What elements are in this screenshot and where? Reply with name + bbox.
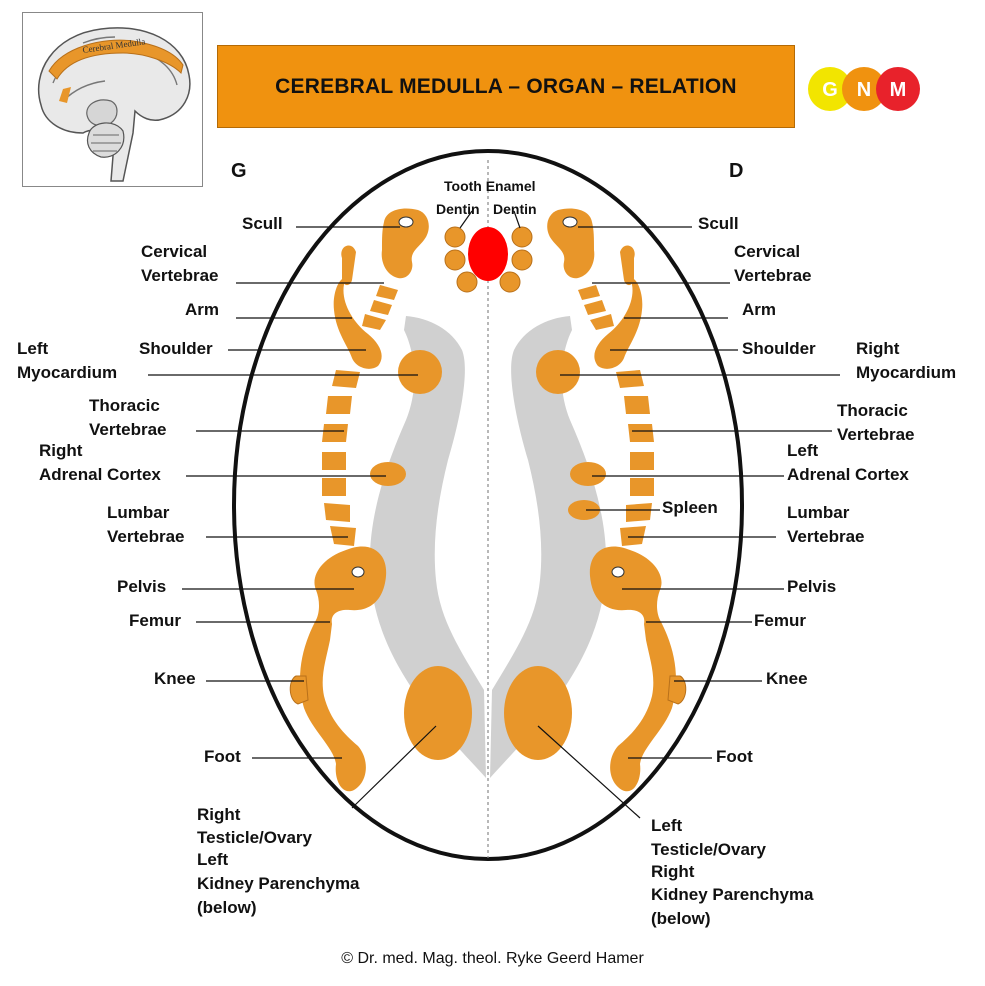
adrenal-left-label-1: Right [39,441,83,460]
dentin-left-label: Dentin [436,201,480,217]
shoulder-right-label: Shoulder [742,339,816,358]
adrenal-left-label-2: Adrenal Cortex [39,465,161,484]
side-label-right: D [729,160,743,182]
side-label-left: G [231,160,247,182]
scull-right-hole [562,216,578,228]
logo-circle-g [808,67,852,111]
logo-letter-g: G [822,79,838,101]
thoracic-right-label-2: Vertebrae [837,425,915,444]
testicle-left-label-5: (below) [197,898,257,917]
myocardium-left [398,350,442,394]
thoracic-left-label-1: Thoracic [89,396,160,415]
adrenal-right-label-1: Left [787,441,819,460]
scull-left [381,208,429,279]
testicle-right-label-3: Right [651,862,695,881]
scull-right [547,208,595,279]
testicle-left [404,666,472,760]
pelvis-left-label: Pelvis [117,577,166,596]
testicle-right-label-5: (below) [651,909,711,928]
leader-lines [148,210,840,819]
pelvis-right-hole [611,566,625,578]
spleen-label: Spleen [662,498,718,517]
spine-left [289,244,399,792]
myocardium-left-label-2: Myocardium [17,363,117,382]
femur-left-label: Femur [129,611,181,630]
logo-circle-n [842,67,886,111]
testicle-left-label-4: Kidney Parenchyma [197,874,360,893]
brain-sagittal-illustration: Cerebral Medulla [37,27,191,182]
lumbar-right-label-2: Vertebrae [787,527,865,546]
testicle-left-label-3: Left [197,850,229,869]
cervical-left-label-1: Cervical [141,242,207,261]
lumbar-left-label-1: Lumbar [107,503,170,522]
cervical-right-label-1: Cervical [734,242,800,261]
scull-left-label: Scull [242,214,283,233]
myocardium-right-label-2: Myocardium [856,363,956,382]
page-title: CEREBRAL MEDULLA – ORGAN – RELATION [275,74,737,98]
knee-left-label: Knee [154,669,196,688]
cervical-left-label-2: Vertebrae [141,266,219,285]
testicle-left-label-1: Right [197,805,241,824]
ventricle-left [369,316,486,778]
cervical-right-label-2: Vertebrae [734,266,812,285]
foot-left-label: Foot [204,747,241,766]
copyright-notice: © Dr. med. Mag. theol. Ryke Geerd Hamer [341,950,644,967]
femur-right-label: Femur [754,611,806,630]
shoulder-left-label: Shoulder [139,339,213,358]
lumbar-left-label-2: Vertebrae [107,527,185,546]
testicle-left-label-2: Testicle/Ovary [197,828,313,847]
scull-left-hole [398,216,414,228]
foot-right-label: Foot [716,747,753,766]
adrenal-left [370,462,406,486]
tooth-enamel-label: Tooth Enamel [444,178,536,194]
logo-letter-n: N [857,79,871,101]
adrenal-right [570,462,606,486]
spleen [568,500,600,520]
teeth-group [444,226,533,293]
spine-right [577,244,687,792]
pelvis-left-hole [351,566,365,578]
adrenal-right-label-2: Adrenal Cortex [787,465,909,484]
thoracic-left-label-2: Vertebrae [89,420,167,439]
pelvis-right-label: Pelvis [787,577,836,596]
dentin-right-label: Dentin [493,201,537,217]
ventricle-right [490,316,607,778]
gnm-logo: G N M [808,67,920,111]
knee-right-label: Knee [766,669,808,688]
lumbar-right-label-1: Lumbar [787,503,850,522]
thoracic-right-label-1: Thoracic [837,401,908,420]
testicle-right [504,666,572,760]
testicle-right-label-4: Kidney Parenchyma [651,885,814,904]
tooth-enamel-center [468,227,508,281]
head-outline [232,149,744,861]
scull-right-label: Scull [698,214,739,233]
logo-circle-m [876,67,920,111]
myocardium-left-label-1: Left [17,339,49,358]
testicle-right-label-1: Left [651,816,683,835]
title-banner: CEREBRAL MEDULLA – ORGAN – RELATION [217,45,795,128]
brain-thumbnail: Cerebral Medulla [22,12,203,187]
testicle-right-label-2: Testicle/Ovary [651,840,767,859]
myocardium-right [536,350,580,394]
myocardium-right-label-1: Right [856,339,900,358]
arm-left-label: Arm [185,300,219,319]
arm-right-label: Arm [742,300,776,319]
logo-letter-m: M [890,79,907,101]
